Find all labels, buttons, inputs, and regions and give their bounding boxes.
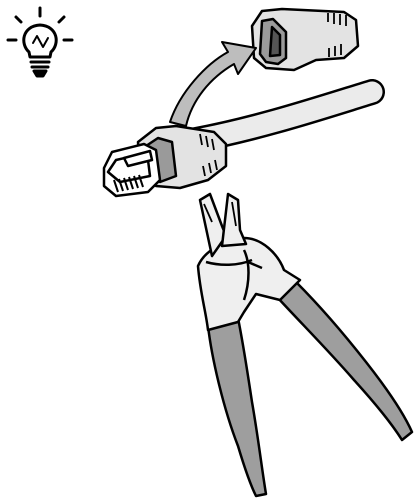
network-cable — [183, 79, 385, 153]
curved-arrow — [169, 41, 257, 127]
rj45-plug — [102, 142, 162, 198]
right-handle — [276, 280, 414, 442]
cable-boot — [250, 7, 360, 72]
left-handle — [206, 316, 268, 498]
cutting-pliers — [196, 192, 414, 498]
lightbulb-icon — [6, 6, 74, 78]
